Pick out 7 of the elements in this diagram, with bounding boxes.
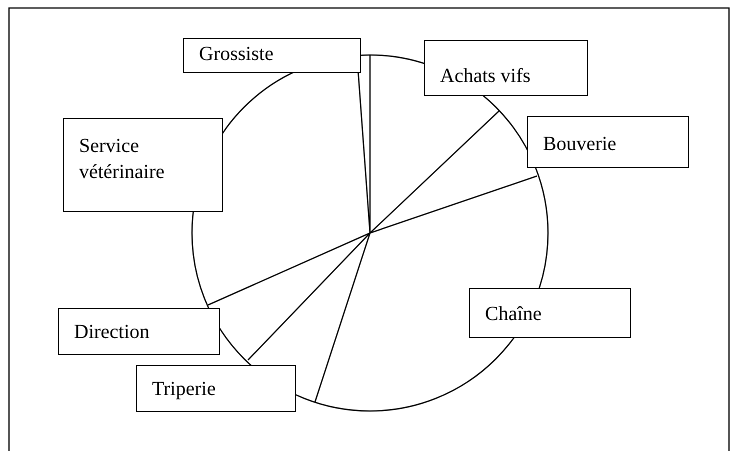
label-box: Grossiste xyxy=(183,38,361,73)
label-box: Achats vifs xyxy=(424,40,588,96)
label-box: Bouverie xyxy=(527,116,689,168)
label-box: Triperie xyxy=(136,365,296,412)
label-box: Chaîne xyxy=(469,288,631,338)
label-box: Service vétérinaire xyxy=(63,118,223,212)
label-box: Direction xyxy=(58,308,220,355)
